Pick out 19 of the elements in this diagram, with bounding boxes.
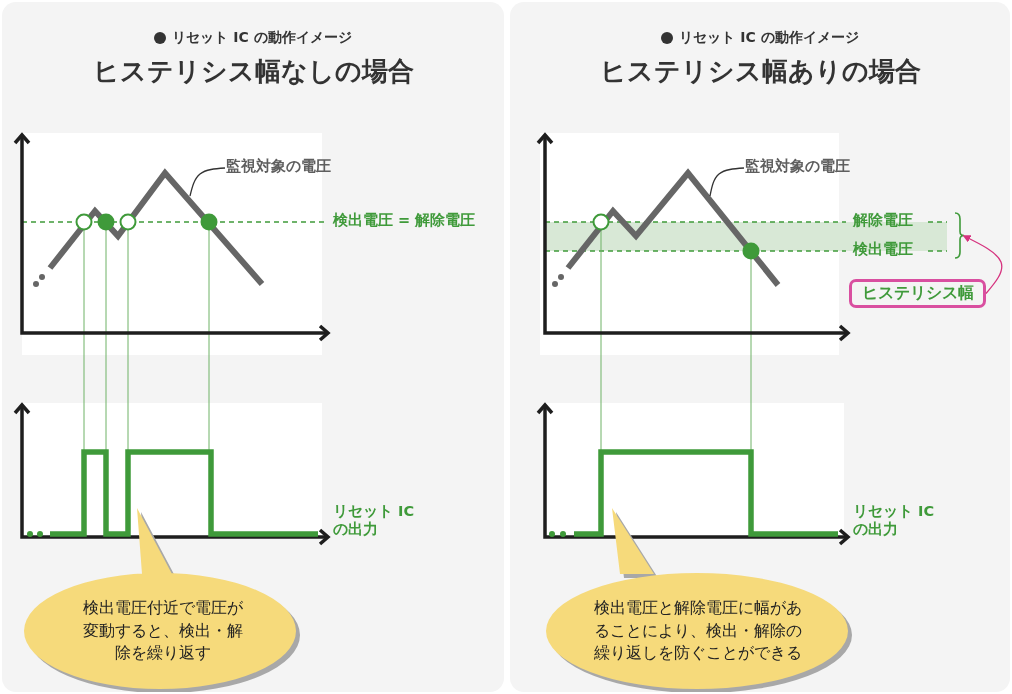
panel-title: ヒステリシス幅ありの場合 (599, 56, 921, 86)
axis-label: リセット IC の出力 (333, 502, 416, 539)
axis-label: 解除電圧 (853, 211, 914, 230)
callout-box: ヒステリシス幅 (849, 279, 986, 308)
panel (2, 2, 504, 692)
bubble-text: 検出電圧付近で電圧が変動すると、検出・解除を繰り返す (82, 597, 244, 665)
curve-label: 監視対象の電圧 (745, 157, 875, 179)
axis-label: 検出電圧 = 解除電圧 (333, 211, 477, 230)
axis-label: リセット IC の出力 (853, 502, 936, 539)
bubble-text: 検出電圧と解除電圧に幅があることにより、検出・解除の繰り返しを防ぐことができる (593, 597, 803, 665)
arrow (962, 235, 1003, 295)
leader-line (709, 167, 745, 197)
panel (510, 2, 1010, 692)
curve-label: 監視対象の電圧 (226, 157, 356, 179)
panel-subtitle: リセット IC の動作イメージ (172, 29, 352, 47)
panel-subtitle: リセット IC の動作イメージ (679, 29, 859, 47)
panel-title: ヒステリシス幅なしの場合 (92, 56, 414, 86)
leader-line (189, 167, 226, 197)
axis-label: 検出電圧 (853, 240, 914, 259)
